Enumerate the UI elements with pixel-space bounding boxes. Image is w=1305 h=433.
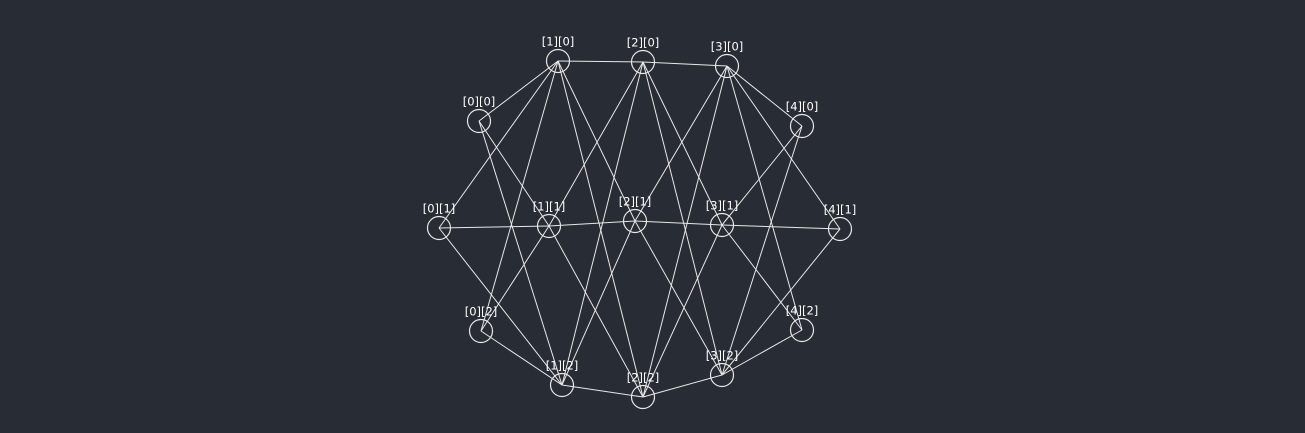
node-label: [2][1]	[619, 195, 652, 209]
node-label: [1][2]	[546, 359, 579, 373]
node-label: [2][2]	[627, 371, 660, 385]
node-label: [3][0]	[711, 40, 744, 54]
edge-3-0-to-4-1	[726, 65, 841, 230]
edge-1-1-to-2-0	[548, 61, 644, 227]
node-label: [4][1]	[824, 203, 857, 217]
edge-0-1-to-1-2	[438, 227, 563, 386]
edge-layer	[438, 60, 841, 398]
node-circle	[622, 208, 648, 234]
edge-1-2-to-2-1	[561, 220, 636, 386]
node-3-2: [3][2]	[706, 349, 739, 388]
node-3-1: [3][1]	[706, 199, 739, 238]
node-4-2: [4][2]	[786, 304, 819, 343]
edge-0-0-to-1-1	[478, 120, 550, 227]
node-circle	[549, 372, 575, 398]
node-circle	[545, 48, 571, 74]
edge-0-2-to-1-1	[480, 225, 550, 332]
edge-0-0-to-1-0	[478, 60, 559, 122]
edge-3-2-to-4-1	[721, 228, 841, 376]
node-label: [3][2]	[706, 349, 739, 363]
node-label: [2][0]	[627, 36, 660, 50]
edge-1-0-to-2-0	[557, 60, 644, 63]
node-0-0: [0][0]	[463, 95, 496, 134]
edge-1-0-to-2-1	[557, 60, 636, 222]
edge-3-0-to-4-0	[726, 65, 803, 127]
node-label: [0][0]	[463, 95, 496, 109]
edge-1-0-to-2-2	[557, 60, 644, 398]
node-circle	[827, 216, 853, 242]
edge-0-1-to-1-0	[438, 60, 559, 229]
node-circle	[709, 212, 735, 238]
edge-3-2-to-4-0	[721, 125, 803, 376]
edge-2-1-to-3-1	[634, 220, 723, 226]
node-label: [0][2]	[465, 305, 498, 319]
edge-0-0-to-1-2	[478, 120, 563, 386]
node-2-1: [2][1]	[619, 195, 652, 234]
node-4-1: [4][1]	[824, 203, 857, 242]
node-1-1: [1][1]	[533, 200, 566, 239]
node-0-2: [0][2]	[465, 305, 498, 344]
edge-0-2-to-1-0	[480, 60, 559, 332]
edge-1-2-to-2-2	[561, 384, 644, 398]
node-3-0: [3][0]	[711, 40, 744, 79]
node-circle	[714, 53, 740, 79]
node-label: [4][2]	[786, 304, 819, 318]
node-circle	[630, 49, 656, 75]
edge-0-2-to-1-2	[480, 330, 563, 386]
edge-3-1-to-4-0	[721, 125, 803, 226]
edge-3-2-to-4-2	[721, 329, 803, 376]
edge-3-0-to-4-2	[726, 65, 803, 331]
edge-2-2-to-3-2	[642, 374, 723, 398]
edge-2-0-to-3-2	[642, 61, 723, 376]
node-2-2: [2][2]	[627, 371, 660, 410]
node-2-0: [2][0]	[627, 36, 660, 75]
edge-3-1-to-4-2	[721, 224, 803, 331]
edge-1-1-to-2-1	[548, 220, 636, 227]
node-label: [3][1]	[706, 199, 739, 213]
node-circle	[709, 362, 735, 388]
node-circle	[789, 113, 815, 139]
edge-1-1-to-2-2	[548, 225, 644, 398]
edge-2-2-to-3-0	[642, 65, 728, 398]
edge-0-1-to-1-1	[438, 225, 550, 229]
edge-2-1-to-3-2	[634, 220, 723, 376]
edge-2-2-to-3-1	[642, 224, 723, 398]
node-label: [0][1]	[423, 202, 456, 216]
node-circle	[468, 318, 494, 344]
edge-2-0-to-3-0	[642, 61, 728, 67]
node-1-0: [1][0]	[542, 35, 575, 74]
edge-2-0-to-3-1	[642, 61, 723, 226]
node-circle	[630, 384, 656, 410]
node-circle	[789, 317, 815, 343]
edge-1-2-to-2-0	[561, 61, 644, 386]
node-circle	[466, 108, 492, 134]
node-0-1: [0][1]	[423, 202, 456, 241]
node-1-2: [1][2]	[546, 359, 579, 398]
node-label: [4][0]	[786, 100, 819, 114]
edge-2-1-to-3-0	[634, 65, 728, 222]
node-circle	[426, 215, 452, 241]
node-circle	[536, 213, 562, 239]
node-4-0: [4][0]	[786, 100, 819, 139]
node-layer: [0][0] [1][0] [2][0] [3][0] [4][0] [0][1] [1][…	[423, 35, 857, 410]
node-label: [1][1]	[533, 200, 566, 214]
edge-3-1-to-4-1	[721, 224, 841, 230]
node-label: [1][0]	[542, 35, 575, 49]
